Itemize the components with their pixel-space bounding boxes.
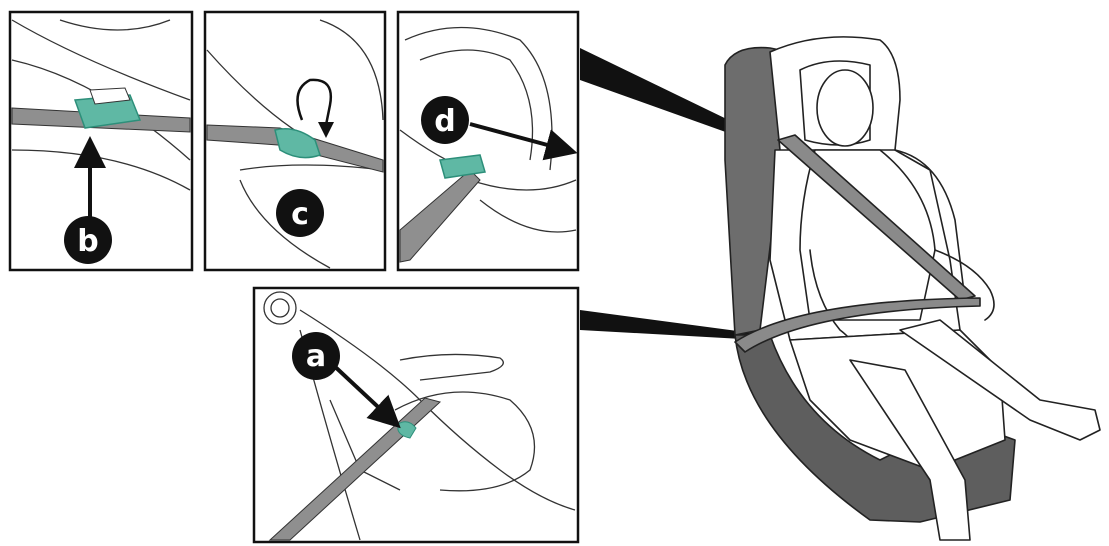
child-leg-left [849,359,971,541]
lock-clip-a [397,421,417,439]
lock-clip-c [274,128,321,159]
seat-shell [724,46,791,336]
belt-d [399,169,481,263]
panel-b: b [8,10,194,272]
label-b: b [77,224,98,259]
child-leg-right [899,319,1101,441]
label-badge-d [421,96,469,144]
shoulder-belt [777,134,976,301]
lock-clip-d [439,154,486,179]
panel-d: d [396,10,580,272]
label-badge-a [292,332,340,380]
circle-arrow-icon [296,78,333,131]
pointer-arrow-d [469,122,578,161]
label-c: c [291,197,309,232]
label-a: a [306,339,326,374]
belt-a [268,397,442,541]
panel-c: c [203,10,387,272]
wedge-bottom [580,310,760,340]
lap-belt [734,297,981,353]
label-d: d [434,104,455,139]
label-badge-c [276,189,324,237]
child-head [816,69,874,147]
main-seat-illustration [724,36,1101,541]
label-badge-b [64,216,112,264]
panel-a: a [252,286,580,544]
pointer-arrow-a [328,360,401,429]
child-torso [799,149,936,321]
